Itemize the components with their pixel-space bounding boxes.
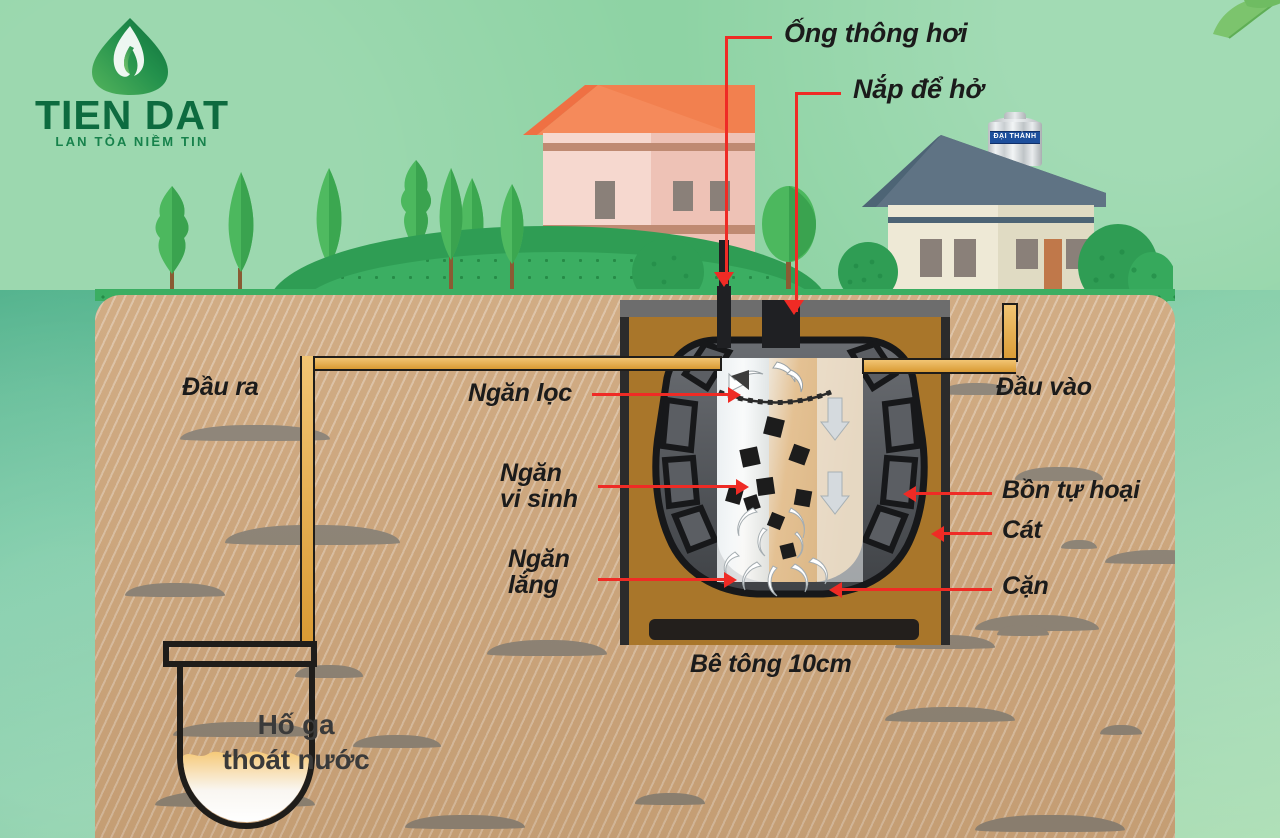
- label-sludge: Cặn: [1002, 572, 1049, 600]
- leader-bio-chamber: [598, 485, 740, 488]
- arrow-open-cover: [784, 300, 804, 315]
- arrow-bio-chamber: [736, 479, 749, 495]
- vent-pipe-stack: [717, 286, 731, 348]
- soil-stone: [125, 583, 225, 597]
- soil-stone: [1100, 725, 1142, 735]
- tree-icon: [155, 186, 189, 274]
- leader-open-cover-h: [795, 92, 841, 95]
- soil-stone: [975, 815, 1125, 832]
- label-septic-tank: Bồn tự hoại: [1002, 476, 1140, 504]
- tree-icon: [762, 186, 816, 262]
- leader-sludge: [836, 588, 992, 591]
- leader-septic-tank: [910, 492, 992, 495]
- septic-tank-graphic: [652, 336, 928, 598]
- tree-icon: [400, 160, 432, 252]
- tree-icon: [228, 172, 254, 272]
- label-bio-chamber: Ngăn vi sinh: [500, 459, 578, 513]
- leader-open-cover: [795, 92, 798, 312]
- leader-settling-chamber: [598, 578, 728, 581]
- brand-tagline: LAN TỎA NIỀM TIN: [55, 134, 209, 149]
- soil-stone: [1061, 540, 1097, 549]
- soil-stone: [1105, 550, 1175, 564]
- label-sand: Cát: [1002, 516, 1042, 544]
- label-inlet: Đầu vào: [996, 373, 1092, 401]
- brand-logo-icon: [92, 18, 168, 95]
- soil-stone: [997, 625, 1049, 636]
- soil-stone: [635, 793, 705, 805]
- tree-icon: [316, 168, 342, 266]
- outlet-pipe-horizontal: [300, 356, 722, 371]
- soil-stone: [975, 615, 1099, 631]
- label-settling-chamber: Ngăn lắng: [508, 545, 570, 599]
- outlet-pipe-vertical: [300, 356, 315, 646]
- arrow-septic-tank: [903, 486, 916, 502]
- vent-pipe-above-ground: [719, 240, 729, 294]
- soil-stone: [487, 640, 607, 656]
- inlet-pipe-vertical: [1002, 303, 1018, 362]
- soil-stone: [885, 707, 1015, 722]
- leader-sand: [938, 532, 992, 535]
- house-right: [858, 135, 1108, 300]
- arrow-sludge: [829, 582, 842, 598]
- water-tank-brand-label: ĐẠI THÀNH: [990, 131, 1040, 144]
- brand-name: TIEN DAT: [34, 92, 229, 138]
- pit-left-wall: [620, 317, 629, 645]
- tree-icon: [439, 168, 463, 260]
- tree-icon: [500, 184, 524, 264]
- drain-manhole-graphic: [163, 641, 317, 830]
- label-filter-chamber: Ngăn lọc: [468, 379, 572, 407]
- arrow-sand: [931, 526, 944, 542]
- label-open-cover: Nắp để hở: [853, 74, 984, 104]
- arrow-settling-chamber: [724, 572, 737, 588]
- label-vent-pipe: Ống thông hơi: [784, 18, 968, 48]
- arrow-filter-chamber: [728, 387, 741, 403]
- soil-cross-section: [95, 295, 1175, 838]
- inlet-pipe-horizontal: [862, 358, 1016, 374]
- label-outlet: Đầu ra: [182, 373, 259, 401]
- leader-vent-pipe: [725, 36, 728, 284]
- leader-filter-chamber: [592, 393, 732, 396]
- label-drain-manhole: Hố ga thoát nước: [222, 709, 370, 775]
- concrete-base-slab: [649, 619, 919, 640]
- bush-icon: [838, 242, 898, 302]
- arrow-vent-pipe: [714, 272, 734, 287]
- leader-vent-pipe-h: [725, 36, 772, 39]
- water-tank-top: [1004, 112, 1026, 119]
- leaf-decoration-icon: [1213, 0, 1280, 39]
- label-concrete-base: Bê tông 10cm: [690, 650, 852, 678]
- pit-right-wall: [941, 317, 950, 645]
